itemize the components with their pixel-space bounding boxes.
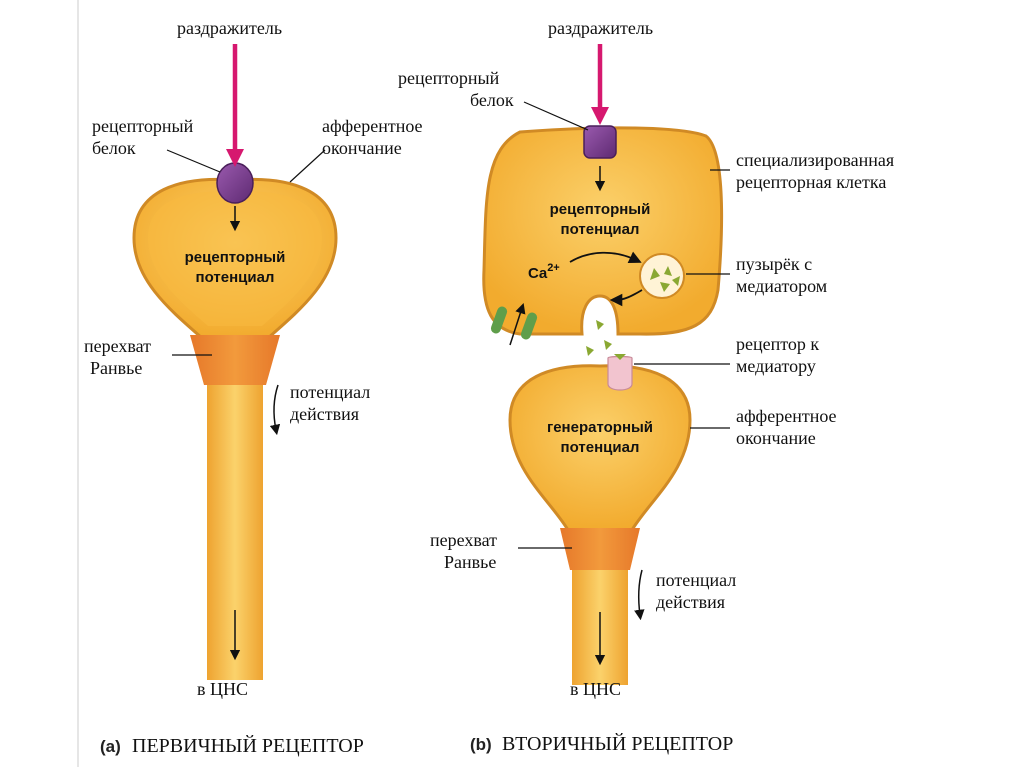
receptor-potential-label-a1: рецепторный xyxy=(185,249,286,266)
bound-mediator xyxy=(614,354,626,360)
leader-protein-b xyxy=(523,101,589,131)
action-potential-arrow-a xyxy=(269,384,281,436)
vesicle-to-membrane-arrow xyxy=(609,289,643,307)
panel-tag-b: (b) xyxy=(470,735,492,754)
protein-label-a2: белок xyxy=(92,138,136,158)
calcium-channel-right xyxy=(520,312,538,340)
action-potential-label-a2: действия xyxy=(290,404,359,424)
mediator-receptor-label-2: медиатору xyxy=(736,356,816,376)
released-mediator-2 xyxy=(586,346,594,356)
vesicle-label-1: пузырёк с xyxy=(736,254,812,274)
afferent-label-a2: окончание xyxy=(322,138,402,158)
panel-b: Ca2+ раздражитель рецепторный белок с xyxy=(398,18,894,755)
action-potential-arrow-b xyxy=(634,569,645,621)
afferent-label-b2: окончание xyxy=(736,428,816,448)
receptor-potential-label-a2: потенциал xyxy=(196,269,275,286)
protein-label-b2: белок xyxy=(470,90,514,110)
panel-tag-a: (a) xyxy=(100,737,121,756)
node-label-a1: перехват xyxy=(84,336,151,356)
mediator-receptor xyxy=(607,355,633,391)
node-ranvier-b xyxy=(560,528,640,570)
action-potential-label-b2: действия xyxy=(656,592,725,612)
calcium-influx-arrow xyxy=(509,303,526,346)
generator-potential-label-1: генераторный xyxy=(547,419,653,436)
vesicle xyxy=(639,253,685,299)
node-label-b2: Ранвье xyxy=(444,552,496,572)
generator-potential-label-2: потенциал xyxy=(561,439,640,456)
receptor-protein-a xyxy=(216,162,254,204)
receptor-protein-b xyxy=(583,125,617,159)
calcium-to-vesicle-arrow xyxy=(569,251,642,263)
calcium-channel-left xyxy=(490,306,508,334)
leader-afferent-a xyxy=(289,149,326,183)
receptor-potential-label-b1: рецепторный xyxy=(550,201,651,218)
specialized-cell-label-1: специализированная xyxy=(736,150,894,170)
receptor-potential-label-b2: потенциал xyxy=(561,221,640,238)
cns-label-b: в ЦНС xyxy=(570,679,621,699)
cns-label-a: в ЦНС xyxy=(197,679,248,699)
protein-label-a1: рецепторный xyxy=(92,116,194,136)
mediator-receptor-label-1: рецептор к xyxy=(736,334,819,354)
panel-title-b: ВТОРИЧНЫЙ РЕЦЕПТОР xyxy=(502,732,733,755)
afferent-label-b1: афферентное xyxy=(736,406,837,426)
mediator-granule-1 xyxy=(650,268,660,280)
action-potential-label-a1: потенциал xyxy=(290,382,370,402)
afferent-ending-a-inner xyxy=(148,191,322,326)
node-label-b1: перехват xyxy=(430,530,497,550)
mediator-granule-4 xyxy=(672,276,680,286)
stimulus-label-a: раздражитель xyxy=(177,18,282,38)
vesicle-label-2: медиатором xyxy=(736,276,827,296)
action-potential-label-b1: потенциал xyxy=(656,570,736,590)
released-mediator-3 xyxy=(604,340,612,350)
mediator-granule-3 xyxy=(660,282,670,292)
node-label-a2: Ранвье xyxy=(90,358,142,378)
released-mediator-1 xyxy=(596,320,604,330)
mediator-granule-2 xyxy=(664,266,672,276)
afferent-label-a1: афферентное xyxy=(322,116,423,136)
specialized-cell-label-2: рецепторная клетка xyxy=(736,172,886,192)
stimulus-label-b: раздражитель xyxy=(548,18,653,38)
leader-protein-a xyxy=(166,149,221,173)
panel-title-a: ПЕРВИЧНЫЙ РЕЦЕПТОР xyxy=(132,734,364,757)
node-ranvier-a xyxy=(190,335,280,385)
protein-label-b1: рецепторный xyxy=(398,68,500,88)
calcium-label: Ca2+ xyxy=(528,262,560,282)
panel-a: раздражитель рецепторный белок афферентн… xyxy=(84,18,423,757)
